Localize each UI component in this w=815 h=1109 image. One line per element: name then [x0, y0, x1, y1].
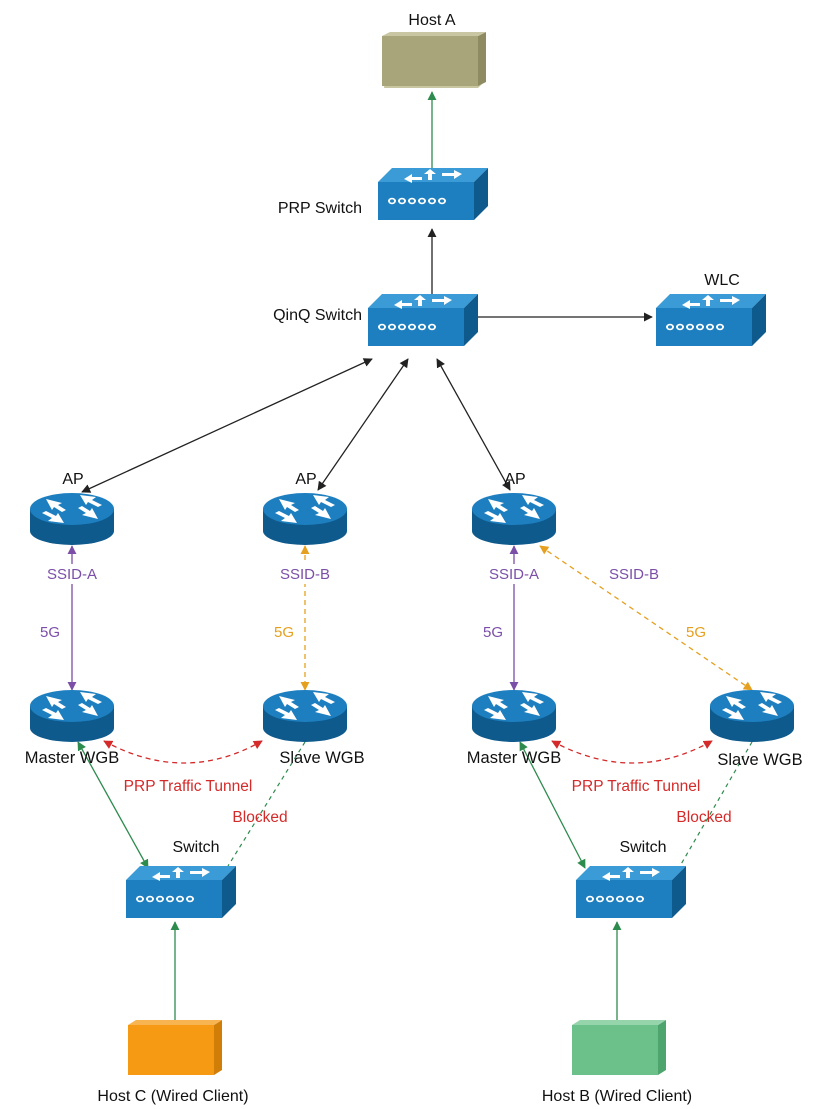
switch-right-icon: [576, 866, 686, 918]
master-wgb-right-icon: [472, 690, 556, 742]
wlc-icon: [656, 294, 766, 346]
5g-diag-label: 5G: [686, 624, 706, 641]
host-a-label: Host A: [408, 12, 455, 29]
prp-tunnel-right: [551, 740, 713, 764]
link-master-wgb-switch-left: [77, 741, 149, 869]
switch-right-label: Switch: [619, 839, 666, 856]
ap-2-icon: [263, 493, 347, 545]
slave-wgb-right-icon: [710, 690, 794, 742]
switch-left-icon: [126, 866, 236, 918]
host-b-label: Host B (Wired Client): [542, 1088, 692, 1105]
ap-3-label: AP: [504, 471, 525, 488]
slave-wgb-left-label: Slave WGB: [279, 749, 364, 767]
master-wgb-left-icon: [30, 690, 114, 742]
ssid-b-right-label: SSID-B: [609, 566, 659, 583]
prp-switch-label: PRP Switch: [278, 200, 362, 217]
prp-switch-icon: [378, 168, 488, 220]
5g-mid-label: 5G: [274, 624, 294, 641]
host-a-box: [382, 32, 486, 88]
ap-2-label: AP: [295, 471, 316, 488]
link-master-wgb-switch-right: [519, 741, 586, 869]
link-qinq-ap-3: [436, 358, 511, 491]
host-c-box: [128, 1020, 222, 1075]
wlc-label: WLC: [704, 272, 740, 289]
links: [67, 91, 753, 1020]
host-c-label: Host C (Wired Client): [97, 1088, 248, 1105]
ap-1-label: AP: [62, 471, 83, 488]
qinq-switch-icon: [368, 294, 478, 346]
prp-tunnel-right-label: PRP Traffic Tunnel: [572, 778, 701, 795]
ssid-a-left-label: SSID-A: [47, 566, 97, 583]
prp-tunnel-left: [103, 740, 263, 764]
slave-wgb-right-label: Slave WGB: [717, 751, 802, 769]
prp-tunnel-left-label: PRP Traffic Tunnel: [124, 778, 253, 795]
link-qinq-ap-2: [317, 358, 409, 491]
master-wgb-left-label: Master WGB: [25, 749, 119, 767]
master-wgb-right-label: Master WGB: [467, 749, 561, 767]
ssid-b-mid-label: SSID-B: [280, 566, 330, 583]
5g-left-label: 5G: [40, 624, 60, 641]
ssid-a-right-label: SSID-A: [489, 566, 539, 583]
link-qinq-ap-1: [81, 358, 373, 493]
link-ap3-slave-wgb-right: [539, 545, 753, 691]
slave-wgb-left-icon: [263, 690, 347, 742]
ap-3-icon: [472, 493, 556, 545]
5g-right-label: 5G: [483, 624, 503, 641]
ap-1-icon: [30, 493, 114, 545]
blocked-left-label: Blocked: [232, 809, 287, 826]
link-slave-wgb-switch-left: [227, 741, 306, 867]
qinq-switch-label: QinQ Switch: [273, 307, 362, 324]
blocked-right-label: Blocked: [676, 809, 731, 826]
switch-left-label: Switch: [172, 839, 219, 856]
host-b-box: [572, 1020, 666, 1075]
